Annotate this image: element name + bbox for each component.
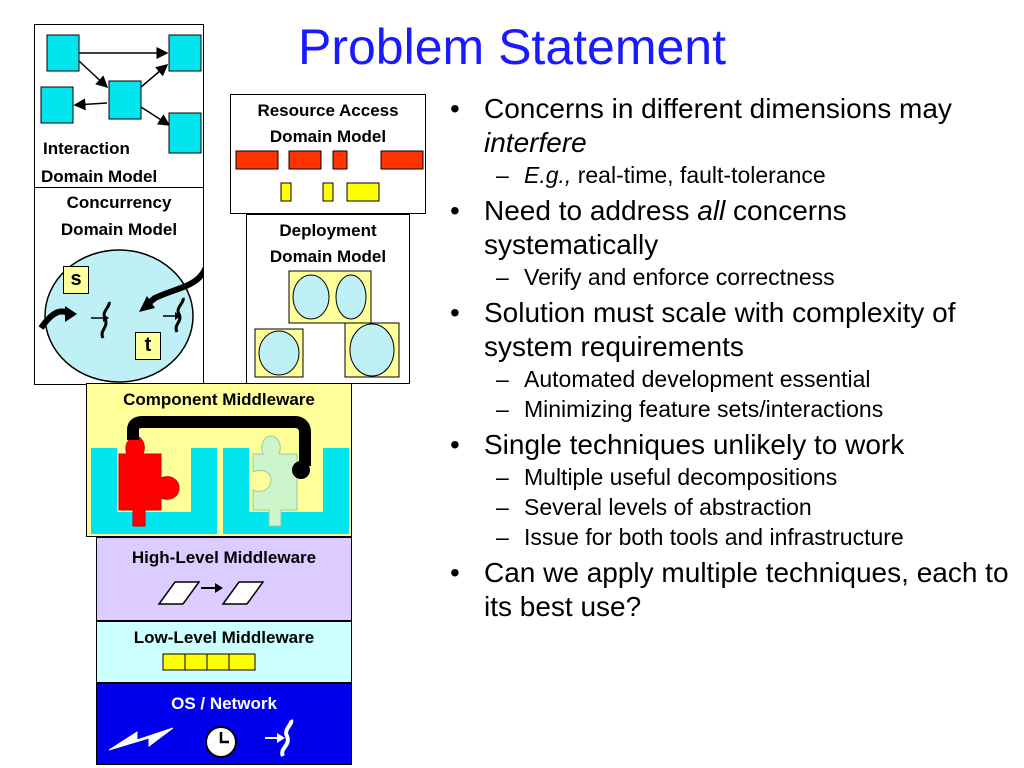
resource-access-domain-model: Resource Access Domain Model [230,94,426,214]
resource-diagram [235,150,424,202]
high-level-middleware-layer: High-Level Middleware [96,537,352,621]
bullet-3-sub-1: Automated development essential [438,364,1022,394]
concurrency-label-1: Concurrency [66,193,172,212]
bullet-3-sub-2: Minimizing feature sets/interactions [438,394,1022,424]
interaction-label-2: Domain Model [41,167,158,186]
os-network-label: OS / Network [171,694,277,713]
bullet-1: Concerns in different dimensions may int… [438,92,1022,160]
deployment-diagram [254,270,400,378]
concurrency-diagram [38,249,203,383]
os-network-layer: OS / Network [96,683,352,765]
bullet-1-sub-1: E.g., real-time, fault-tolerance [438,160,1022,190]
resource-label-1: Resource Access [257,101,399,120]
low-level-middleware-layer: Low-Level Middleware [96,621,352,683]
bullet-4-sub-3: Issue for both tools and infrastructure [438,522,1022,552]
bullet-2: Need to address all concerns systematica… [438,194,1022,262]
high-level-middleware-label: High-Level Middleware [131,548,317,567]
bullet-3: Solution must scale with complexity of s… [438,296,1022,364]
high-level-diagram [157,581,265,605]
slide-title: Problem Statement [298,19,726,75]
t-node: t [135,332,161,360]
s-node: s [63,266,89,294]
interaction-label-1: Interaction [43,139,130,158]
resource-label-2: Domain Model [269,127,387,146]
os-network-diagram [108,719,294,758]
component-middleware-label: Component Middleware [123,390,315,409]
component-diagram [91,416,349,534]
low-level-diagram [162,653,256,671]
bullet-list: Concerns in different dimensions may int… [438,88,1022,624]
concurrency-domain-model: Concurrency Domain Model s t [34,187,204,385]
deployment-label-1: Deployment [279,221,377,240]
bullet-4-sub-1: Multiple useful decompositions [438,462,1022,492]
deployment-label-2: Domain Model [269,247,387,266]
concurrency-label-2: Domain Model [60,220,178,239]
deployment-domain-model: Deployment Domain Model [246,214,410,384]
component-middleware-layer: Component Middleware [86,383,352,537]
bullet-2-sub-1: Verify and enforce correctness [438,262,1022,292]
low-level-middleware-label: Low-Level Middleware [133,628,315,647]
bullet-5: Can we apply multiple techniques, each t… [438,556,1022,624]
interaction-domain-model: Interaction Domain Model [34,24,204,188]
interaction-diagram [40,34,202,154]
bullet-4-sub-2: Several levels of abstraction [438,492,1022,522]
bullet-4: Single techniques unlikely to work [438,428,1022,462]
